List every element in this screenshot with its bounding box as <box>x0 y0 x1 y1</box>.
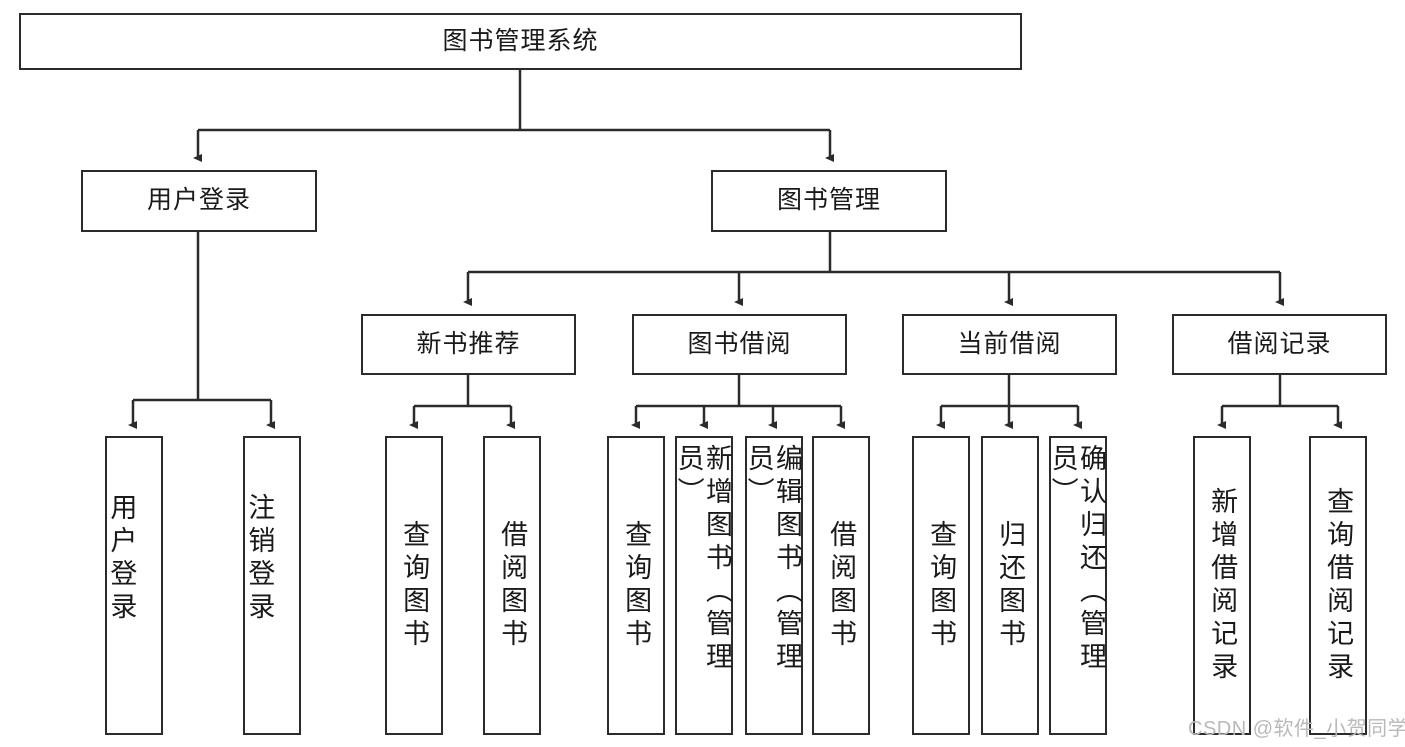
node-new-book-recommend[interactable]: 新书推荐 <box>361 314 576 375</box>
node-label: 图书管理系统 <box>442 26 599 55</box>
leaf-borrow-edit-book-admin[interactable]: 编辑图书（管理员） <box>743 436 803 735</box>
node-label: 用户登录 <box>106 492 137 625</box>
leaf-record-query-record[interactable]: 查询借阅记录 <box>1309 436 1367 735</box>
node-label: 图书借阅 <box>687 329 792 358</box>
leaf-user-login-logout[interactable]: 注销登录 <box>243 436 301 735</box>
leaf-borrow-borrow-book[interactable]: 借阅图书 <box>812 436 870 735</box>
node-label: 查询借阅记录 <box>1323 486 1354 685</box>
node-label: 借阅记录 <box>1227 329 1332 358</box>
csdn-watermark: CSDN @软件_小贺同学 <box>1188 718 1405 740</box>
node-user-login[interactable]: 用户登录 <box>81 170 317 232</box>
node-label: 借阅图书 <box>826 519 857 652</box>
leaf-current-return-book[interactable]: 归还图书 <box>981 436 1039 735</box>
node-current-borrow[interactable]: 当前借阅 <box>902 314 1117 375</box>
node-book-management[interactable]: 图书管理 <box>711 170 947 232</box>
node-label: 注销登录 <box>244 492 275 625</box>
node-label: 新书推荐 <box>416 329 521 358</box>
node-label: 归还图书 <box>995 519 1026 652</box>
node-label: 新增借阅记录 <box>1207 486 1238 685</box>
leaf-current-query-book[interactable]: 查询图书 <box>912 436 970 735</box>
node-label: 用户登录 <box>146 186 251 215</box>
node-borrow-record[interactable]: 借阅记录 <box>1172 314 1387 375</box>
node-label: 确认归还（管理员） <box>1047 444 1106 675</box>
leaf-record-add-record[interactable]: 新增借阅记录 <box>1193 436 1251 735</box>
node-book-borrow[interactable]: 图书借阅 <box>632 314 847 375</box>
leaf-recommend-query-book[interactable]: 查询图书 <box>385 436 443 735</box>
node-label: 当前借阅 <box>957 329 1062 358</box>
node-label: 图书管理 <box>776 186 881 215</box>
node-root-system[interactable]: 图书管理系统 <box>19 13 1022 70</box>
node-label: 查询图书 <box>399 519 430 652</box>
leaf-current-confirm-return-admin[interactable]: 确认归还（管理员） <box>1047 436 1107 735</box>
leaf-user-login-login[interactable]: 用户登录 <box>105 436 163 735</box>
node-label: 查询图书 <box>621 519 652 652</box>
leaf-borrow-add-book-admin[interactable]: 新增图书（管理员） <box>673 436 733 735</box>
node-label: 编辑图书（管理员） <box>743 444 802 675</box>
node-label: 查询图书 <box>926 519 957 652</box>
leaf-borrow-query-book[interactable]: 查询图书 <box>607 436 665 735</box>
node-label: 新增图书（管理员） <box>673 444 732 675</box>
leaf-recommend-borrow-book[interactable]: 借阅图书 <box>483 436 541 735</box>
node-label: 借阅图书 <box>497 519 528 652</box>
